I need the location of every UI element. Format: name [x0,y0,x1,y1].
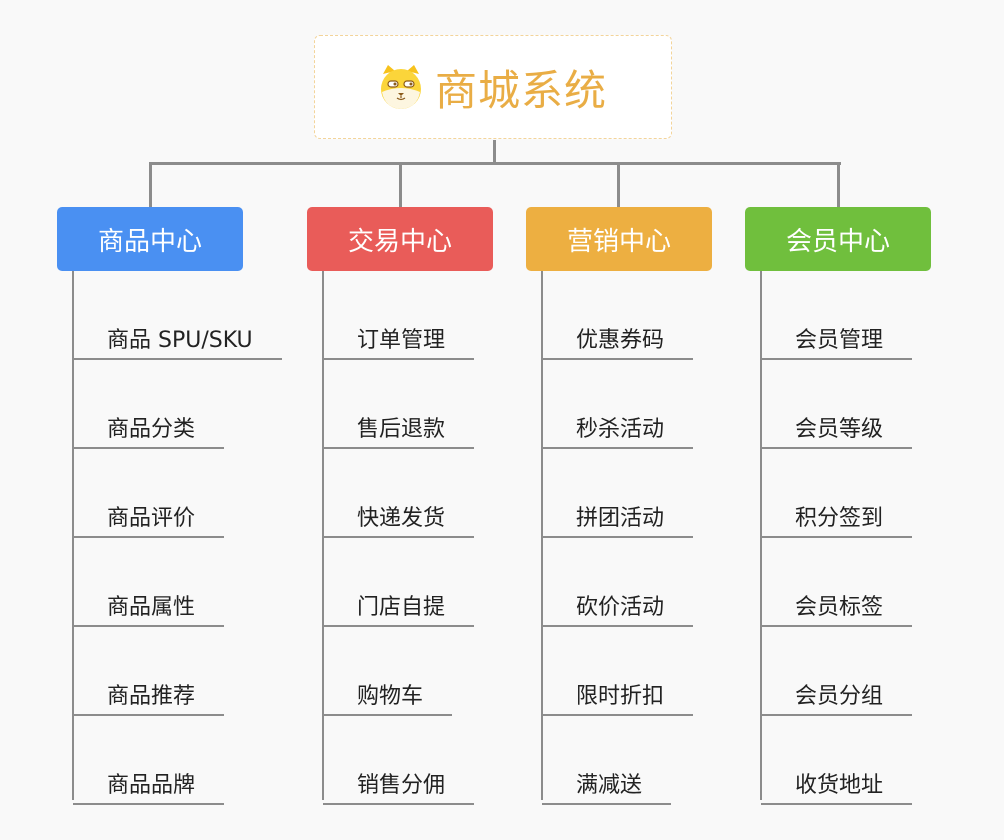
connector-drop-2 [399,162,402,207]
item-label: 拼团活动 [542,506,694,538]
branch-line [322,271,324,800]
item-label: 优惠券码 [542,328,694,360]
item-label: 商品分类 [73,417,225,449]
connector-root [493,140,496,164]
item-label: 收货地址 [761,773,913,805]
category-header: 营销中心 [526,207,712,271]
column-1: 商品中心商品 SPU/SKU 商品分类商品评价商品属性商品推荐商品品牌 [57,207,282,805]
category-label: 营销中心 [566,226,671,257]
category-header: 会员中心 [745,207,931,271]
item-label: 积分签到 [761,506,913,538]
item-label: 会员等级 [761,417,913,449]
item-label: 商品 SPU/SKU [73,328,282,360]
branch-line [760,271,762,800]
item-label: 快递发货 [323,506,475,538]
shiba-dog-icon [380,65,421,109]
item-label: 商品评价 [73,506,225,538]
item-label: 售后退款 [323,417,475,449]
item-label: 商品推荐 [73,684,225,716]
branch-line [72,271,74,800]
item-label: 商品属性 [73,595,225,627]
item-label: 门店自提 [323,595,475,627]
connector-drop-4 [837,162,840,207]
branch-line [541,271,543,800]
category-header: 交易中心 [307,207,493,271]
item-label: 销售分佣 [323,773,475,805]
category-label: 商品中心 [97,226,202,257]
connector-drop-1 [149,162,152,207]
item-label: 商品品牌 [73,773,225,805]
column-4: 会员中心会员管理会员等级积分签到会员标签会员分组收货地址 [745,207,931,805]
root-title: 商城系统 [434,65,607,115]
category-header: 商品中心 [57,207,243,271]
item-label: 会员标签 [761,595,913,627]
connector-bus [150,162,841,165]
item-label: 砍价活动 [542,595,694,627]
item-label: 会员分组 [761,684,913,716]
column-3: 营销中心优惠券码秒杀活动拼团活动砍价活动限时折扣满减送 [526,207,712,805]
category-label: 会员中心 [785,226,890,257]
item-label: 订单管理 [323,328,475,360]
item-label: 满减送 [542,773,672,805]
category-label: 交易中心 [347,226,452,257]
root-node: 商城系统 [314,35,672,139]
item-label: 会员管理 [761,328,913,360]
connector-drop-3 [617,162,620,207]
item-label: 限时折扣 [542,684,694,716]
item-label: 秒杀活动 [542,417,694,449]
item-label: 购物车 [323,684,453,716]
column-2: 交易中心订单管理售后退款快递发货门店自提购物车销售分佣 [307,207,493,805]
